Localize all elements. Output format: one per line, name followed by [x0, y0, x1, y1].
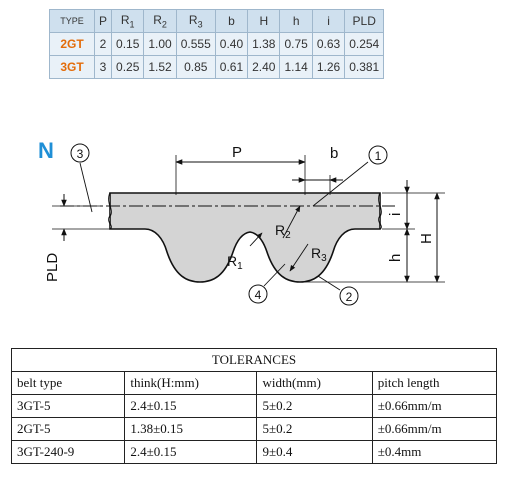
callout-4-number: 4 — [255, 288, 262, 302]
table-cell: ±0.66mm/m — [371, 417, 498, 441]
spec-header-pld: PLD — [344, 9, 385, 33]
belt-profile-diagram: N P b 1 3 PLD i h H R1 R2 R3 — [38, 138, 445, 306]
table-cell: 2GT-5 — [10, 417, 126, 441]
table-cell: 3GT-5 — [10, 394, 126, 418]
table-cell: ±0.66mm/m — [371, 394, 498, 418]
i-label: i — [387, 213, 404, 216]
callout-2-circle — [339, 286, 359, 306]
h-lower-label: h — [387, 254, 404, 262]
belt-spec-table: TYPE P R1 R2 R3 b H h i PLD 2GT 2 0.15 1… — [49, 9, 385, 79]
table-cell: 5±0.2 — [256, 394, 373, 418]
belt-break-left — [108, 192, 112, 230]
table-row: 3GT-240-9 2.4±0.15 9±0.4 ±0.4mm — [10, 440, 498, 464]
spec-cell: 0.254 — [344, 32, 385, 56]
table-cell: ±0.4mm — [371, 440, 498, 464]
spec-cell: 0.15 — [111, 32, 145, 56]
callout-1-leader — [312, 161, 369, 207]
b-label: b — [330, 145, 338, 162]
spec-cell: 0.555 — [175, 32, 216, 56]
tolerances-header-width: width(mm) — [256, 371, 373, 395]
tolerances-table: TOLERANCES belt type think(H:mm) width(m… — [10, 348, 498, 464]
table-cell: 2.4±0.15 — [124, 394, 258, 418]
r2-label: R2 — [275, 222, 291, 241]
spec-row-2gt: 2GT 2 0.15 1.00 0.555 0.40 1.38 0.75 0.6… — [49, 32, 385, 56]
callout-3-leader — [79, 162, 93, 213]
spec-cell: 0.40 — [214, 32, 249, 56]
callout-4-leader — [263, 263, 286, 287]
callout-2-number: 2 — [346, 290, 353, 304]
table-cell: 3GT-240-9 — [10, 440, 126, 464]
spec-cell: 0.75 — [279, 32, 313, 56]
spec-cell: 3GT — [49, 55, 95, 79]
spec-header-r2: R2 — [143, 9, 177, 33]
table-row: 2GT-5 1.38±0.15 5±0.2 ±0.66mm/m — [10, 417, 498, 441]
spec-cell: 1.00 — [143, 32, 177, 56]
spec-header-h-lower: h — [279, 9, 313, 33]
callout-3-circle — [70, 143, 90, 163]
spec-header-b: b — [214, 9, 249, 33]
spec-header-row: TYPE P R1 R2 R3 b H h i PLD — [49, 9, 385, 33]
table-row: 3GT-5 2.4±0.15 5±0.2 ±0.66mm/m — [10, 394, 498, 418]
spec-cell: 0.25 — [111, 55, 145, 79]
callout-1-number: 1 — [375, 149, 382, 163]
spec-cell: 1.38 — [247, 32, 281, 56]
spec-header-p: P — [93, 9, 113, 33]
belt-profile-body — [109, 192, 381, 283]
belt-type-letter: N — [38, 138, 54, 163]
pld-label: PLD — [44, 253, 61, 282]
spec-header-i: i — [311, 9, 346, 33]
spec-header-r3: R3 — [175, 9, 216, 33]
spec-cell: 1.14 — [279, 55, 313, 79]
callout-1-circle — [368, 145, 388, 165]
r3-leader — [289, 243, 309, 272]
belt-break-right — [378, 192, 382, 230]
spec-header-type: TYPE — [49, 9, 95, 33]
spec-header-h-upper: H — [247, 9, 281, 33]
tolerances-title: TOLERANCES — [11, 348, 497, 372]
spec-cell: 0.63 — [311, 32, 346, 56]
spec-cell: 1.52 — [143, 55, 177, 79]
h-upper-label: H — [418, 233, 435, 244]
tolerances-title-row: TOLERANCES — [11, 348, 497, 372]
tolerances-header-pitch-length: pitch length — [371, 371, 498, 395]
spec-cell: 0.85 — [175, 55, 216, 79]
spec-cell: 2GT — [49, 32, 95, 56]
callout-3-number: 3 — [77, 147, 84, 161]
r3-label: R3 — [311, 245, 327, 264]
r1-leader — [249, 232, 263, 247]
tolerances-header-row: belt type think(H:mm) width(mm) pitch le… — [10, 371, 498, 395]
spec-cell: 0.381 — [344, 55, 385, 79]
spec-row-3gt: 3GT 3 0.25 1.52 0.85 0.61 2.40 1.14 1.26… — [49, 55, 385, 79]
spec-header-r1: R1 — [111, 9, 145, 33]
p-label: P — [232, 144, 242, 161]
spec-cell: 2 — [93, 32, 113, 56]
table-cell: 2.4±0.15 — [124, 440, 258, 464]
tolerances-header-thickness: think(H:mm) — [124, 371, 258, 395]
spec-cell: 0.61 — [214, 55, 249, 79]
table-cell: 1.38±0.15 — [124, 417, 258, 441]
r2-leader — [282, 205, 301, 239]
spec-cell: 2.40 — [247, 55, 281, 79]
tolerances-header-belt-type: belt type — [10, 371, 126, 395]
callout-4-circle — [248, 284, 268, 304]
table-cell: 9±0.4 — [256, 440, 373, 464]
spec-cell: 3 — [93, 55, 113, 79]
r1-label: R1 — [227, 253, 243, 272]
table-cell: 5±0.2 — [256, 417, 373, 441]
callout-2-leader — [317, 275, 341, 291]
spec-cell: 1.26 — [311, 55, 346, 79]
